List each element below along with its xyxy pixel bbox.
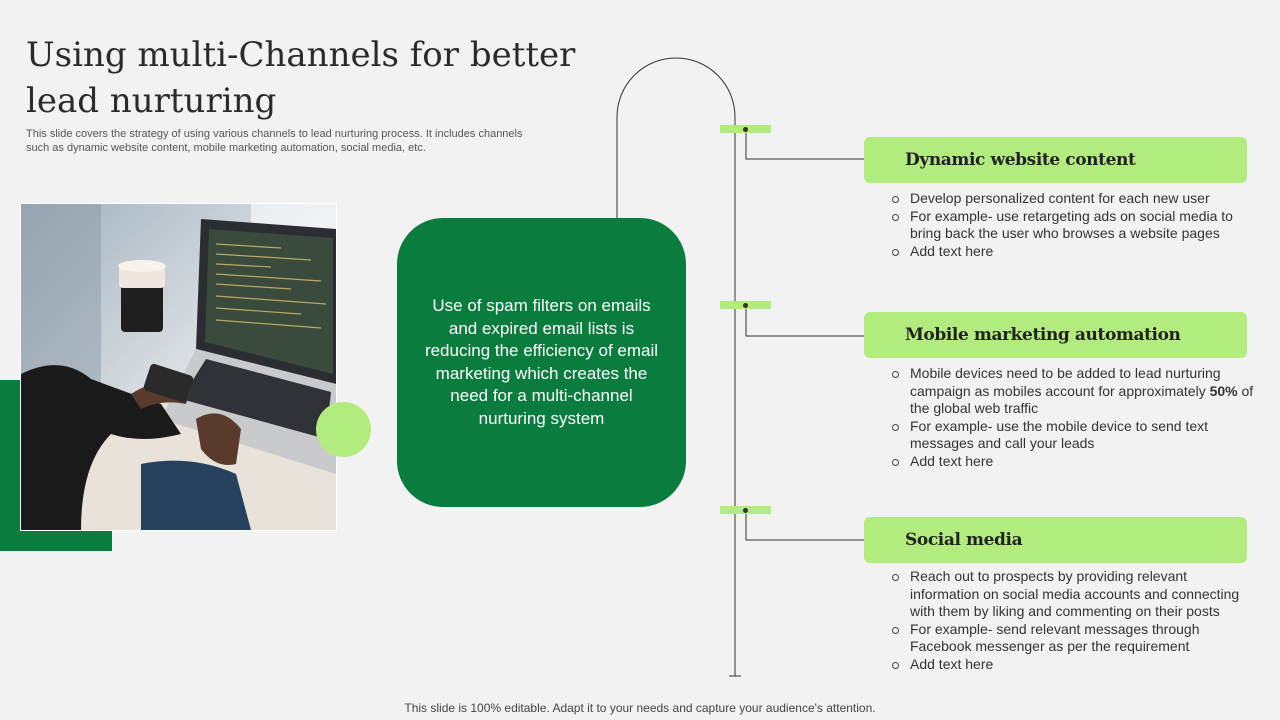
section-heading-social-media: Social media <box>864 517 1247 563</box>
bullet-item: For example- use retargeting ads on soci… <box>890 208 1260 243</box>
bullet-text: of the global web traffic <box>910 382 1254 417</box>
problem-statement-box: Use of spam filters on emails and expire… <box>397 218 686 507</box>
bullet-text: Mobile devices need to be added to lead … <box>910 365 1221 399</box>
bullet-item: Develop personalized content for each ne… <box>890 190 1260 208</box>
timeline-dot-3 <box>743 508 748 513</box>
laptop-photo <box>20 203 337 531</box>
timeline-dot-2 <box>743 303 748 308</box>
section-heading-mobile-marketing-automation: Mobile marketing automation <box>864 312 1247 358</box>
bullet-item: Add text here <box>890 243 1260 261</box>
section-bullets-social-media: Reach out to prospects by providing rele… <box>890 568 1260 674</box>
problem-statement-text: Use of spam filters on emails and expire… <box>424 296 659 428</box>
slide-title: Using multi-Channels for better lead nur… <box>26 35 576 121</box>
slide-subtitle: This slide covers the strategy of using … <box>26 128 523 154</box>
section-bullets-dynamic-website-content: Develop personalized content for each ne… <box>890 190 1260 260</box>
section-heading-dynamic-website-content: Dynamic website content <box>864 137 1247 183</box>
bullet-item: Add text here <box>890 453 1260 471</box>
bullet-item: For example- send relevant messages thro… <box>890 621 1260 656</box>
slide-footer: This slide is 100% editable. Adapt it to… <box>404 701 876 715</box>
section-bullets-mobile-marketing-automation: Mobile devices need to be added to lead … <box>890 365 1260 471</box>
bullet-item: Add text here <box>890 656 1260 674</box>
timeline-dot-1 <box>743 127 748 132</box>
bullet-item: Mobile devices need to be added to lead … <box>890 365 1260 418</box>
bullet-highlight: 50% <box>1209 382 1238 399</box>
decorative-circle <box>316 402 371 457</box>
bullet-item: For example- use the mobile device to se… <box>890 418 1260 453</box>
bullet-item: Reach out to prospects by providing rele… <box>890 568 1260 621</box>
